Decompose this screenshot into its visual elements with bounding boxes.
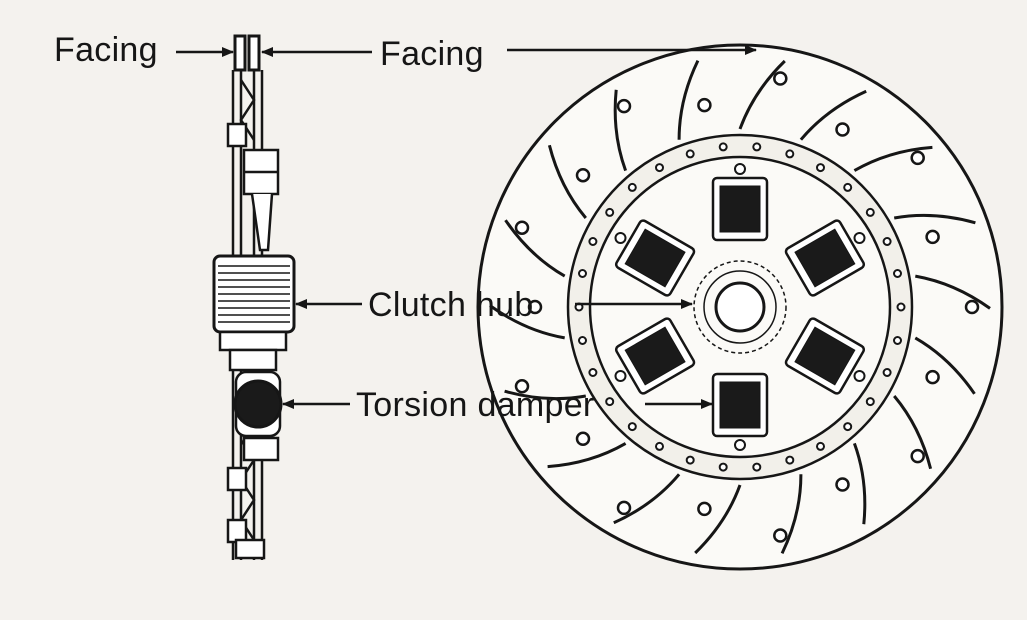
leader-lines	[176, 45, 757, 409]
stop-pin	[853, 232, 866, 244]
damper-spring	[794, 228, 856, 288]
damper-window	[614, 317, 696, 395]
clutch-disc-side-view	[212, 34, 296, 560]
facing-groove	[694, 484, 742, 555]
hub-outer	[693, 260, 787, 354]
facing-rivet	[835, 477, 850, 492]
plate-rivet-holes	[574, 142, 906, 472]
damper-window	[711, 372, 769, 438]
facing-rivet	[773, 528, 788, 543]
facing-rivet	[925, 229, 940, 245]
facing-rivet	[616, 98, 632, 114]
stop-pin	[734, 439, 746, 451]
damper-window	[711, 176, 769, 242]
facing-groove	[893, 395, 933, 470]
stop-pin	[734, 163, 746, 175]
clutch-disc-front-view	[476, 43, 1004, 571]
plate-rivet	[896, 302, 906, 312]
plate-rivet	[785, 455, 795, 465]
facing-rivet	[575, 167, 591, 183]
plate-rivet	[816, 441, 825, 451]
facing-rivet	[575, 431, 591, 447]
stop-pin	[853, 370, 866, 382]
facing-groove	[852, 442, 867, 525]
facing-rivet	[910, 448, 925, 464]
facing-grooves	[489, 59, 991, 555]
facing-rivet-holes	[514, 71, 980, 543]
facing-groove	[780, 474, 803, 555]
plate-rivet	[843, 182, 853, 192]
stop-pin	[614, 370, 627, 382]
plate-rivet	[752, 142, 762, 152]
facing-groove	[677, 59, 700, 140]
plate-rivet	[685, 149, 695, 159]
plate-rivet	[865, 397, 875, 407]
plate-rivet	[893, 336, 902, 345]
damper-window	[784, 219, 866, 297]
damper-spring	[794, 326, 856, 386]
label-clutch-hub: Clutch hub	[368, 286, 534, 324]
plate-rivet	[718, 142, 728, 152]
facing-rivet	[514, 220, 530, 235]
facing-groove	[853, 145, 933, 172]
label-torsion-damper: Torsion damper	[356, 386, 595, 424]
plate-rivet	[882, 237, 892, 246]
facing-rivet	[616, 500, 632, 516]
plate-rivet	[627, 422, 637, 432]
plate-rivet	[627, 182, 637, 192]
plate-rivet	[578, 336, 587, 345]
facing-groove	[613, 473, 681, 525]
label-facing-left: Facing	[54, 31, 158, 69]
facing-groove	[504, 389, 587, 401]
facing-rivet	[925, 369, 940, 385]
plate-rivet	[893, 269, 902, 278]
facing-groove	[914, 336, 976, 395]
plate-rivet	[718, 462, 728, 472]
damper-spring	[624, 326, 686, 386]
plate-rivet	[785, 149, 795, 159]
facing-groove	[915, 274, 991, 310]
facing-rivet	[835, 122, 850, 137]
plate-rivet	[605, 397, 615, 407]
facing-rivet	[514, 379, 530, 394]
facing-rivet	[697, 501, 712, 517]
damper-spring	[719, 185, 761, 233]
facing-groove	[613, 89, 628, 172]
facing-rivet	[910, 150, 925, 166]
hub-bore	[714, 281, 766, 333]
plate-rivet	[605, 207, 615, 217]
facing-groove	[893, 213, 976, 225]
plate-rivet	[655, 163, 664, 173]
plate-rivet	[588, 368, 598, 377]
facing-rivet	[697, 97, 712, 113]
facing-groove	[799, 89, 867, 141]
facing-rivet	[773, 71, 788, 86]
facing-groove	[738, 59, 786, 130]
facing-rivet	[527, 299, 543, 315]
plate-rivet	[578, 269, 587, 278]
facing-groove	[547, 442, 627, 469]
damper-spring-windows	[614, 176, 866, 438]
damper-window	[614, 219, 696, 297]
plate-rivet	[843, 422, 853, 432]
facing-rivet	[964, 299, 980, 315]
damper-window	[784, 317, 866, 395]
plate-rivet	[655, 441, 664, 451]
damper-spring	[719, 381, 761, 429]
facing-groove	[489, 304, 565, 340]
plate-rivet	[588, 237, 598, 246]
facing-groove	[547, 144, 587, 219]
plate-rivet	[816, 163, 825, 173]
plate-rivet	[865, 207, 875, 217]
plate-rivet	[685, 455, 695, 465]
label-facing-right: Facing	[380, 35, 484, 73]
facing-groove	[504, 219, 566, 278]
stop-pin	[614, 232, 627, 244]
damper-spring	[624, 228, 686, 288]
plate-rivet	[752, 462, 762, 472]
plate-rivet	[882, 368, 892, 377]
